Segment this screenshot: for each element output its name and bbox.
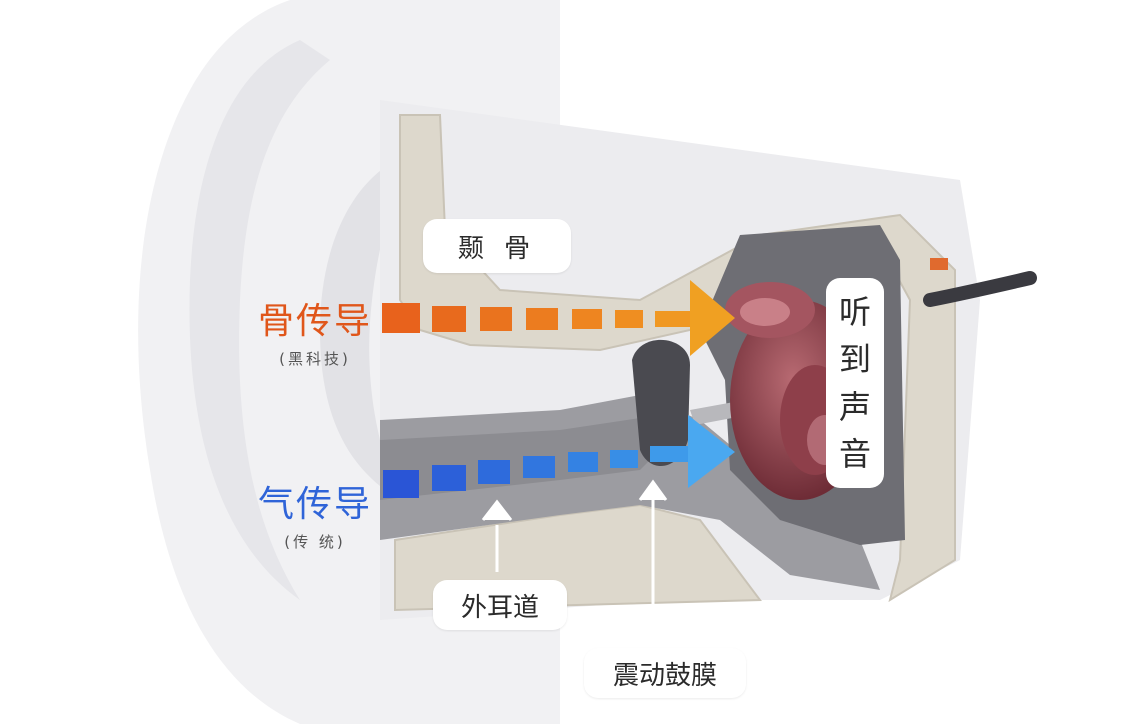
air-arrow-head	[688, 415, 735, 488]
bone-arrow-dash	[382, 303, 420, 333]
bone-arrow-head	[690, 280, 735, 356]
bone-conduction-title: 骨传导	[257, 301, 372, 342]
eardrum-label: 震动鼓膜	[584, 648, 746, 698]
air-arrow-dash	[478, 460, 510, 484]
bone-arrow-dash	[655, 311, 695, 327]
ear-canal-label: 外耳道	[433, 580, 567, 630]
hear-sound-char: 到	[838, 340, 871, 379]
air-arrow-dash	[610, 450, 638, 468]
eardrum-pointer	[638, 479, 668, 640]
hear-sound-char: 音	[838, 435, 871, 474]
eardrum	[632, 339, 690, 467]
air-conduction-subtitle: (传 统)	[284, 533, 346, 551]
bone-conduction-arrow	[382, 280, 735, 356]
bone-arrow-dash	[480, 307, 512, 331]
earphone-cable	[923, 271, 1037, 307]
ear-canal-pointer	[481, 499, 513, 572]
air-arrow-dash	[383, 470, 419, 498]
hear-sound-char: 声	[838, 387, 871, 426]
air-conduction-title: 气传导	[257, 484, 372, 525]
air-conduction-label: 气传导 (传 统)	[250, 475, 380, 552]
air-conduction-arrow	[383, 415, 735, 498]
ear-helix-fold	[189, 40, 330, 600]
hear-sound-label: 听 到 声 音	[826, 278, 884, 488]
bone-arrow-dash	[526, 308, 558, 330]
bone-arrow-dash	[615, 310, 643, 328]
air-arrow-dash	[568, 452, 598, 472]
bone-arrow-dash	[572, 309, 602, 329]
bone-arrow-dash	[432, 306, 466, 332]
bone-conduction-subtitle: (黑科技)	[279, 350, 351, 368]
air-arrow-dash	[523, 456, 555, 478]
temporal-bone-label: 颞 骨	[423, 219, 571, 273]
ear-antihelix	[320, 150, 420, 500]
air-arrow-dash	[650, 446, 692, 462]
earphone-tip	[930, 258, 948, 270]
bone-conduction-label: 骨传导 (黑科技)	[250, 292, 380, 369]
air-arrow-dash	[432, 465, 466, 491]
hear-sound-char: 听	[838, 292, 871, 331]
